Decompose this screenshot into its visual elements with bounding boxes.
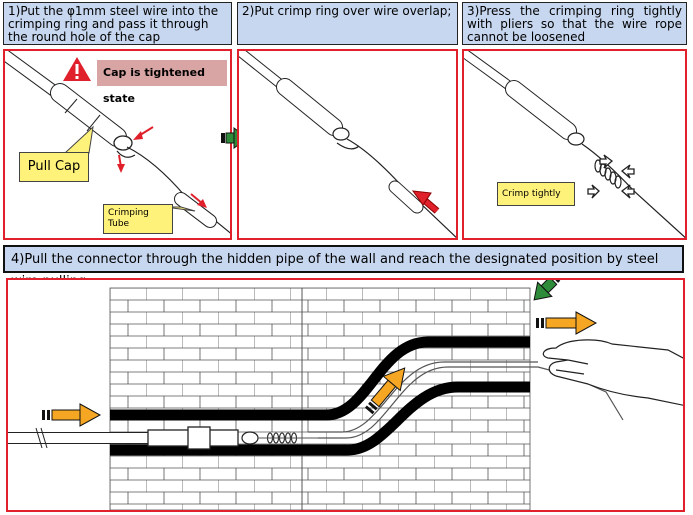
crimp-tightly-label: Crimp tightly [497, 182, 575, 206]
red-arrow-icon [117, 154, 125, 173]
brick-wall [109, 287, 531, 510]
green-arrow-icon [533, 280, 561, 301]
crimping-tube-shape [174, 192, 217, 228]
hidden-pipe-lower [110, 381, 530, 456]
step-1-caption: 1)Put the φ1mm steel wire into the crimp… [3, 2, 232, 45]
step-4-panel [6, 278, 685, 512]
step-1-drawing [5, 51, 230, 234]
step-2-drawing [239, 51, 456, 238]
wall-routing-drawing [8, 280, 683, 510]
press-arrow-icon [587, 154, 614, 199]
press-arrow-icon [620, 164, 635, 199]
orange-arrow-icon [42, 403, 102, 427]
crimp-coil-shape [594, 159, 622, 189]
step-4-caption: 4)Pull the connector through the hidden … [3, 245, 684, 289]
step-3-caption: 3)Press the crimping ring tightly with p… [462, 2, 687, 45]
step-2-caption: 2)Put crimp ring over wire overlap; [237, 2, 458, 45]
warning-label: Cap is tightened state [97, 60, 227, 105]
step-3-drawing [464, 51, 685, 238]
hidden-pipe-upper [110, 336, 530, 421]
orange-arrow-icon [536, 311, 598, 335]
orange-arrow-icon [364, 367, 406, 415]
red-arrow-icon [133, 126, 154, 140]
warning-icon [63, 57, 91, 81]
crimping-tube-label: Crimping Tube [103, 204, 173, 234]
red-arrow-icon [190, 193, 207, 208]
hand-icon [542, 339, 683, 406]
pull-cap-label: Pull Cap [19, 152, 89, 182]
steel-wire [318, 366, 624, 439]
step-2-panel [237, 49, 458, 240]
step-1-panel: Cap is tightened state Pull Cap Crimping… [3, 49, 232, 240]
step-3-panel: Crimp tightly [462, 49, 687, 240]
red-arrow-icon [411, 190, 440, 214]
